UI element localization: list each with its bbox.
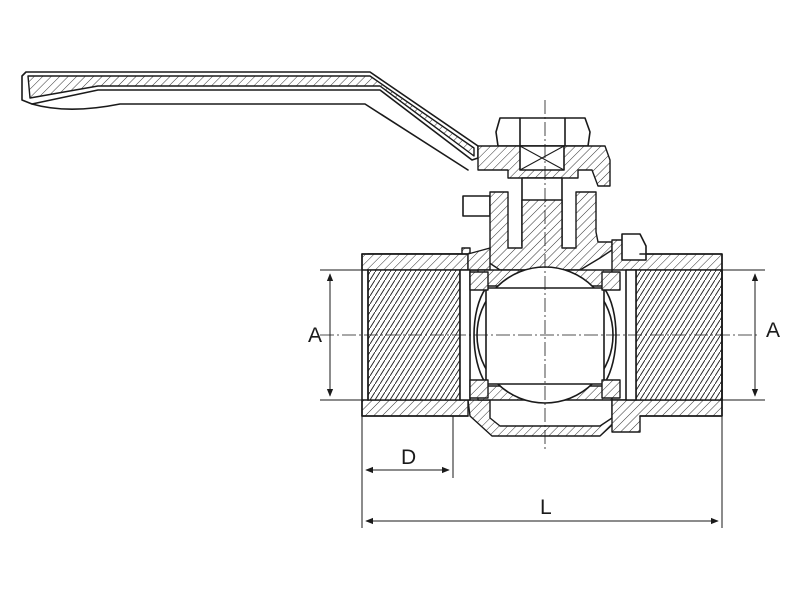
dimension-label-a-right: A <box>766 319 780 342</box>
dimension-label-l: L <box>540 496 552 519</box>
stem-gland <box>477 145 611 187</box>
dimension-lines <box>320 269 765 528</box>
stem-nut <box>495 117 591 147</box>
dimension-label-a-left: A <box>308 324 322 347</box>
lever-handle <box>21 71 491 217</box>
dimension-label-d: D <box>401 446 416 469</box>
center-lines <box>320 100 760 450</box>
